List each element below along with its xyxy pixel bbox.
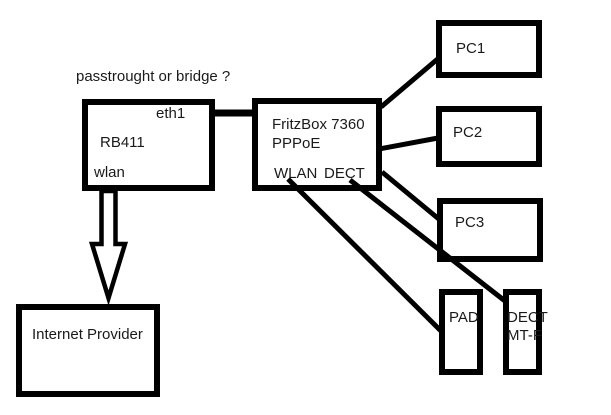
node-fritzbox-7360: FritzBox 7360 PPPoE WLAN DECT <box>252 98 382 191</box>
node-pc1: PC1 <box>436 20 542 78</box>
link-fritzbox-pc2 <box>378 135 439 152</box>
node-dect-mtf: DECT MT-F <box>503 289 548 375</box>
node-pc3: PC3 <box>437 198 543 262</box>
pc3-label: PC3 <box>455 214 485 231</box>
rb411-port-eth1-label: eth1 <box>156 105 186 122</box>
pc1-label: PC1 <box>456 40 486 57</box>
link-fritzbox-pc1 <box>379 55 442 109</box>
link-wlan-pad <box>286 177 443 333</box>
pc2-label: PC2 <box>453 124 483 141</box>
node-rb411: eth1 RB411 wlan <box>82 99 215 191</box>
rb411-port-wlan-label: wlan <box>94 164 125 181</box>
fritzbox-name-label: FritzBox 7360 <box>272 116 365 133</box>
node-internet-provider: Internet Provider <box>16 304 160 397</box>
arrow-wlan-to-provider <box>88 188 129 306</box>
internet-provider-label: Internet Provider <box>32 326 143 343</box>
node-pad: PAD <box>439 289 483 375</box>
dect-mtf-label-line2: MT-F <box>507 327 542 344</box>
fritzbox-port-wlan-label: WLAN <box>274 165 318 182</box>
link-fritzbox-pc3 <box>380 170 442 222</box>
fritzbox-port-dect-label: DECT <box>324 165 365 182</box>
note-passthrough-question: passtrought or bridge ? <box>76 68 231 85</box>
pad-label: PAD <box>449 309 479 326</box>
node-pc2: PC2 <box>436 106 542 167</box>
fritzbox-protocol-label: PPPoE <box>272 135 321 152</box>
rb411-name-label: RB411 <box>100 134 145 151</box>
dect-mtf-label-line1: DECT <box>507 309 548 326</box>
